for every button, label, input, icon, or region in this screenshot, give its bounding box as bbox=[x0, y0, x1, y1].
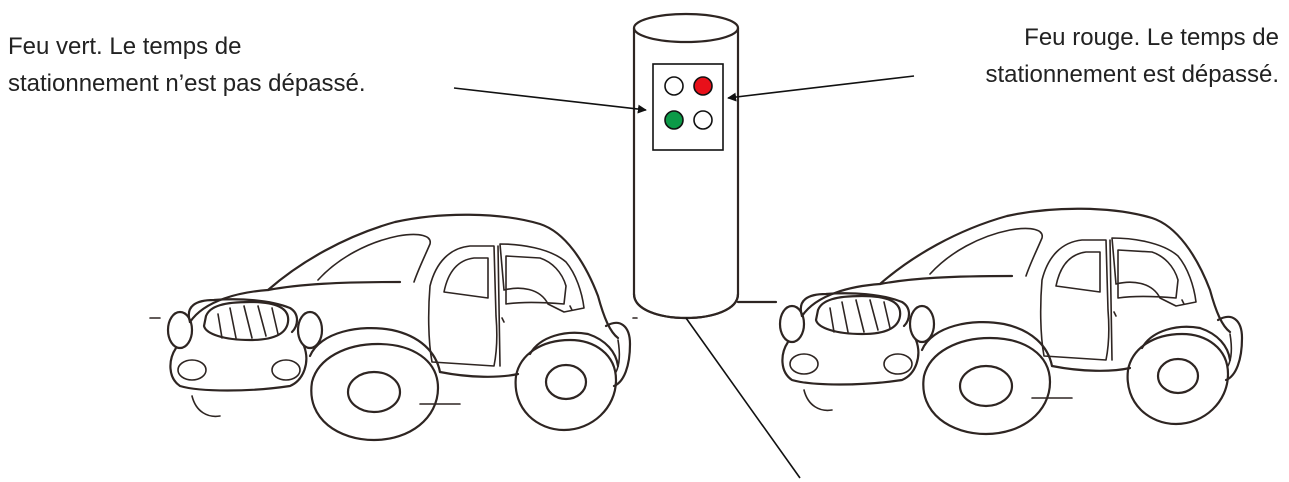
car-right bbox=[778, 207, 1244, 436]
green-caption-line-1: Feu vert. Le temps de bbox=[8, 33, 242, 60]
green-light bbox=[664, 110, 684, 130]
light-off-bottom-right bbox=[693, 110, 713, 130]
meter-base-line bbox=[685, 317, 801, 479]
red-light-caption: Feu rouge. Le temps de stationnement est… bbox=[985, 19, 1279, 93]
red-light bbox=[693, 76, 713, 96]
car-left bbox=[166, 213, 632, 442]
green-light-caption: Feu vert. Le temps de stationnement n’es… bbox=[8, 28, 366, 102]
parking-meter bbox=[632, 12, 740, 320]
red-caption-line-2: stationnement est dépassé. bbox=[985, 61, 1279, 88]
red-caption-line-1: Feu rouge. Le temps de bbox=[1024, 24, 1279, 51]
arrow-red-light bbox=[727, 75, 915, 102]
arrow-green-light bbox=[453, 87, 647, 114]
green-caption-line-2: stationnement n’est pas dépassé. bbox=[8, 70, 366, 97]
light-panel bbox=[652, 63, 724, 151]
light-off-top-left bbox=[664, 76, 684, 96]
